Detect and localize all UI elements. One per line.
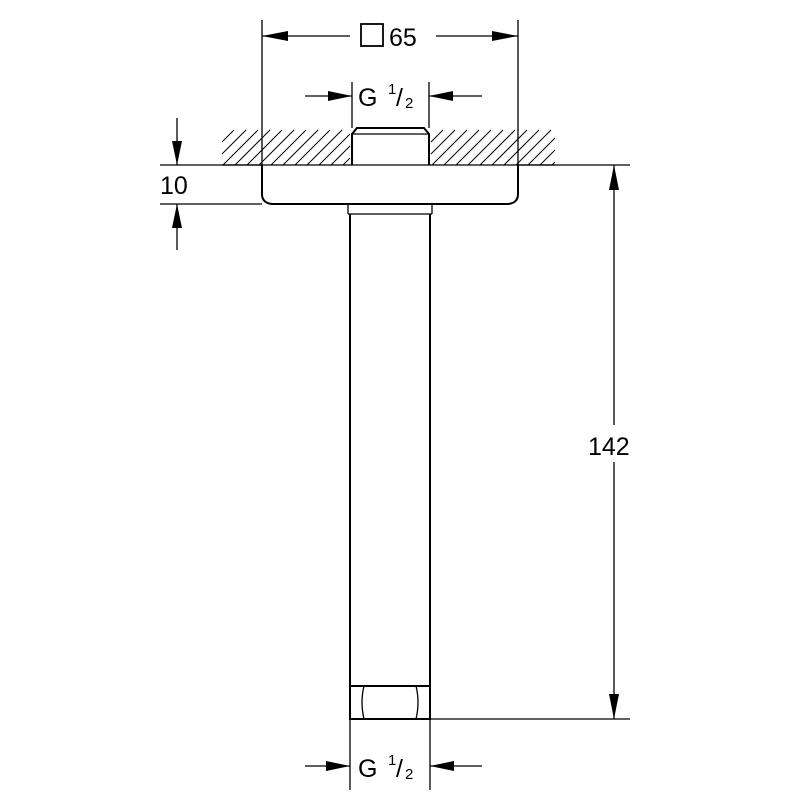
hatch-line <box>282 129 319 166</box>
ceiling-hatch-right <box>430 129 556 166</box>
bottom-thread-numerator: 1 <box>388 752 396 769</box>
hatch-line <box>234 129 271 166</box>
dimension-arm-length: 142 <box>430 164 630 720</box>
hatch-line <box>467 129 504 166</box>
hatch-line <box>443 129 480 166</box>
hatch-line <box>270 129 307 166</box>
hatch-line <box>430 129 444 143</box>
bottom-thread-slash: / <box>396 755 403 783</box>
hatch-line <box>515 129 552 166</box>
hatch-line <box>318 133 351 166</box>
dimension-bottom-thread: G 1 / 2 <box>305 719 482 790</box>
flange-thickness-value: 10 <box>160 172 188 200</box>
hatch-line <box>342 157 351 166</box>
hatch-line <box>306 129 343 166</box>
flange-width-value: 65 <box>389 24 417 52</box>
top-thread-denominator: 2 <box>405 95 413 112</box>
flange <box>261 165 519 205</box>
hatch-line <box>491 129 528 166</box>
ceiling-hatch-left <box>221 129 351 166</box>
bottom-thread-denominator: 2 <box>405 766 413 783</box>
bottom-thread-nut <box>349 685 431 720</box>
top-thread-slash: / <box>396 84 403 112</box>
hatch-line <box>503 129 540 166</box>
hatch-line <box>430 129 456 155</box>
ceiling-hatch <box>221 129 556 166</box>
top-thread-numerator: 1 <box>388 81 396 98</box>
hatch-line <box>330 145 351 166</box>
hatch-line <box>258 129 295 166</box>
hatch-line <box>221 129 235 143</box>
top-thread-nipple <box>351 127 430 165</box>
arm-length-value: 142 <box>588 433 630 461</box>
square-icon <box>360 23 384 47</box>
dimension-flange-thickness: 10 <box>160 118 262 250</box>
top-thread-prefix: G <box>358 84 377 112</box>
dimension-top-thread: G 1 / 2 <box>305 81 482 128</box>
hatch-line <box>455 129 492 166</box>
hatch-line <box>294 129 331 166</box>
hatch-line <box>527 137 556 166</box>
hatch-line <box>222 129 259 166</box>
dimension-flange-width: 65 <box>261 20 519 165</box>
hatch-line <box>539 149 556 166</box>
bottom-thread-prefix: G <box>358 755 377 783</box>
hatch-line <box>479 129 516 166</box>
shower-arm-pipe <box>347 204 433 686</box>
hatch-line <box>221 129 247 155</box>
hatch-line <box>431 129 468 166</box>
hatch-line <box>246 129 283 166</box>
